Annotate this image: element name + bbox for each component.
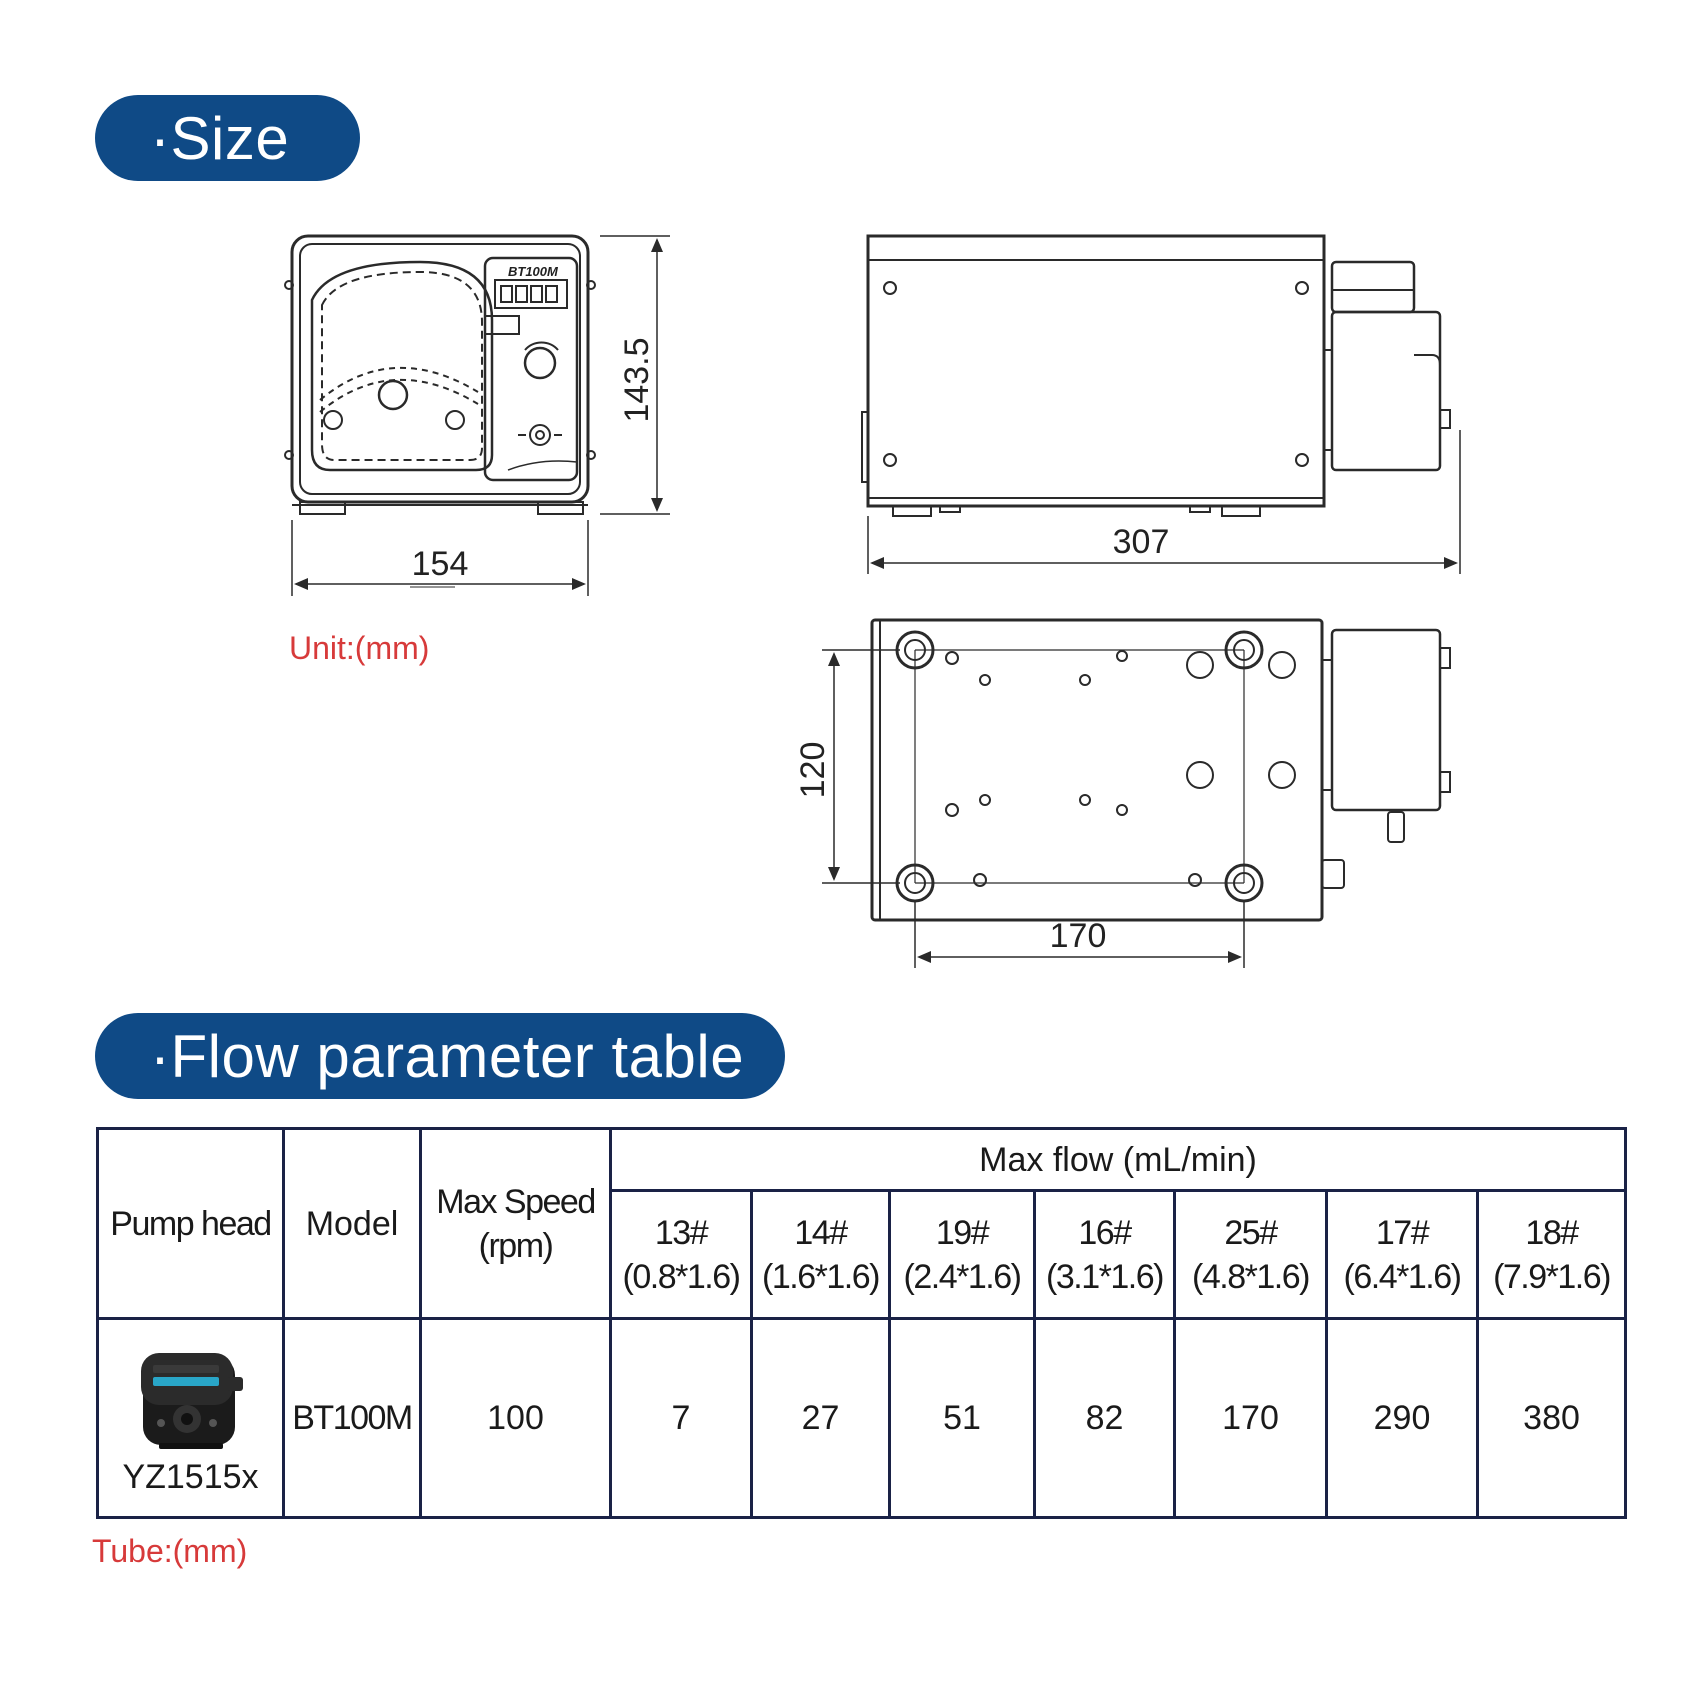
header-max-flow: Max flow (mL/min) bbox=[608, 1127, 1628, 1192]
size-section-title: ·Size bbox=[95, 95, 360, 181]
tube-size: (1.6*1.6) bbox=[762, 1257, 880, 1296]
tube-size: (7.9*1.6) bbox=[1493, 1257, 1611, 1296]
side-view-drawing bbox=[861, 234, 1461, 574]
flow-cell-25: 170 bbox=[1173, 1317, 1328, 1519]
tube-header-13: 13# (0.8*1.6) bbox=[609, 1189, 753, 1320]
side-length-dimension: 307 bbox=[1113, 523, 1170, 561]
unit-note: Unit:(mm) bbox=[289, 630, 430, 666]
header-pump-head: Pump head bbox=[96, 1127, 285, 1320]
tube-header-25: 25# (4.8*1.6) bbox=[1173, 1189, 1328, 1320]
flow-section-title: ·Flow parameter table bbox=[95, 1013, 785, 1099]
pump-head-name: YZ1515x bbox=[122, 1458, 259, 1496]
tube-size: (3.1*1.6) bbox=[1046, 1257, 1164, 1296]
tube-header-19: 19# (2.4*1.6) bbox=[888, 1189, 1036, 1320]
tube-number: 14# bbox=[794, 1213, 848, 1252]
table-row: YZ1515x BT100M 100 7 27 51 82 170 290 38… bbox=[96, 1317, 1628, 1519]
front-height-dimension: 143.5 bbox=[618, 337, 656, 422]
tube-number: 25# bbox=[1224, 1213, 1278, 1252]
bottom-depth-dimension: 120 bbox=[794, 742, 832, 799]
tube-size: (0.8*1.6) bbox=[622, 1257, 741, 1296]
header-max-speed-line1: Max Speed bbox=[436, 1182, 596, 1221]
size-title-text: ·Size bbox=[150, 104, 290, 172]
flow-parameter-table: Pump head Model Max Speed (rpm) Max flow… bbox=[96, 1127, 1628, 1519]
header-max-speed: Max Speed (rpm) bbox=[419, 1127, 612, 1320]
tube-size: (4.8*1.6) bbox=[1192, 1257, 1310, 1296]
front-view-drawing: BT100M bbox=[284, 234, 670, 596]
front-width-dimension: 154 bbox=[412, 545, 469, 583]
tube-note: Tube:(mm) bbox=[92, 1533, 248, 1569]
bottom-view-drawing bbox=[822, 618, 1451, 968]
flow-cell-16: 82 bbox=[1033, 1317, 1176, 1519]
tube-number: 19# bbox=[935, 1213, 990, 1252]
tube-header-18: 18# (7.9*1.6) bbox=[1475, 1189, 1628, 1320]
flow-cell-14: 27 bbox=[750, 1317, 891, 1519]
tube-header-17: 17# (6.4*1.6) bbox=[1325, 1189, 1479, 1320]
bottom-width-dimension: 170 bbox=[1050, 917, 1107, 955]
tube-header-14: 14# (1.6*1.6) bbox=[750, 1189, 891, 1320]
tube-header-16: 16# (3.1*1.6) bbox=[1033, 1189, 1176, 1320]
tube-size: (6.4*1.6) bbox=[1343, 1257, 1462, 1296]
tube-number: 13# bbox=[654, 1213, 709, 1252]
header-max-speed-line2: (rpm) bbox=[478, 1226, 554, 1265]
pump-head-image bbox=[140, 1353, 243, 1449]
flow-cell-17: 290 bbox=[1325, 1317, 1479, 1519]
flow-title-text: ·Flow parameter table bbox=[150, 1022, 745, 1090]
header-model: Model bbox=[282, 1127, 422, 1320]
tube-number: 16# bbox=[1078, 1213, 1132, 1252]
model-cell: BT100M bbox=[282, 1317, 422, 1519]
front-panel-label: BT100M bbox=[508, 264, 559, 279]
flow-cell-13: 7 bbox=[609, 1317, 753, 1519]
tube-size: (2.4*1.6) bbox=[903, 1257, 1022, 1296]
max-speed-cell: 100 bbox=[419, 1317, 612, 1519]
pump-head-cell: YZ1515x bbox=[96, 1317, 285, 1519]
flow-cell-19: 51 bbox=[888, 1317, 1036, 1519]
flow-cell-18: 380 bbox=[1475, 1317, 1628, 1519]
tube-number: 18# bbox=[1525, 1213, 1579, 1252]
tube-number: 17# bbox=[1375, 1213, 1430, 1252]
